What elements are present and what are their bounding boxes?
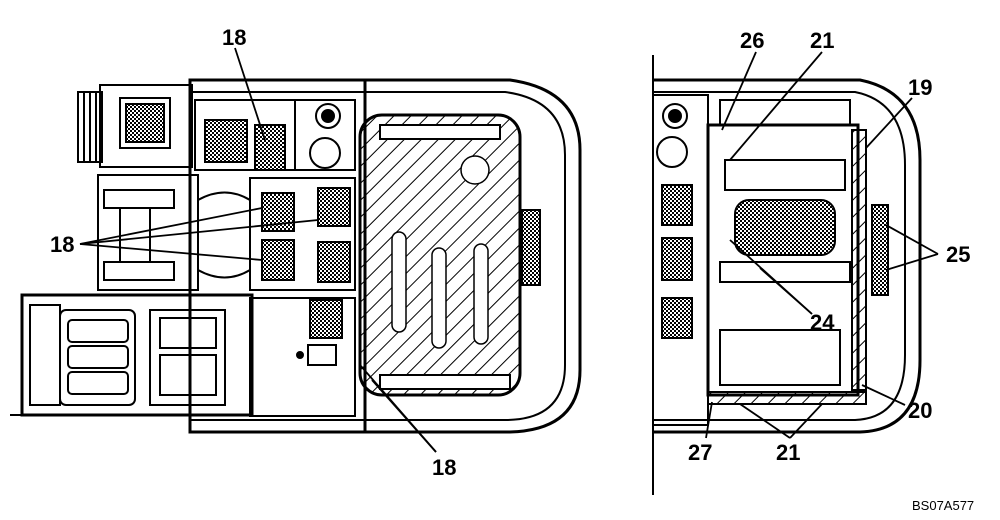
reference-code: BS07A577 xyxy=(912,498,974,513)
leader-lines xyxy=(79,47,939,453)
hatched-floor xyxy=(707,391,867,405)
rear-counterweight-outline xyxy=(360,78,582,434)
right-view xyxy=(652,55,922,495)
lower-panel xyxy=(249,297,356,417)
fan-housing xyxy=(99,84,193,168)
callout-18-bottom: 18 xyxy=(432,455,456,480)
callout-25: 25 xyxy=(946,242,970,267)
grille xyxy=(661,184,693,226)
callout-18-top: 18 xyxy=(222,25,246,50)
callout-18-left: 18 xyxy=(50,232,74,257)
callouts: 18 18 18 26 21 19 25 24 20 27 21 xyxy=(50,25,970,480)
grille xyxy=(871,204,889,296)
swing-frame xyxy=(97,174,199,291)
rear-inner-outline xyxy=(360,91,566,421)
callout-27: 27 xyxy=(688,440,712,465)
grille xyxy=(261,239,295,281)
grille xyxy=(309,299,343,339)
callout-19: 19 xyxy=(908,75,932,100)
grille xyxy=(521,209,541,286)
callout-21-bottom: 21 xyxy=(776,440,800,465)
left-view xyxy=(10,78,582,434)
rear-compartment xyxy=(706,123,860,397)
callout-24: 24 xyxy=(810,310,835,335)
grille xyxy=(317,241,351,283)
grille xyxy=(661,297,693,339)
callout-26: 26 xyxy=(740,28,764,53)
callout-21-top: 21 xyxy=(810,28,834,53)
battery-mesh xyxy=(734,199,836,256)
callout-20: 20 xyxy=(908,398,932,423)
side-panel xyxy=(249,177,356,291)
grille xyxy=(661,237,693,281)
cab xyxy=(20,293,254,417)
grille xyxy=(317,187,351,227)
hatched-wall xyxy=(851,129,867,391)
